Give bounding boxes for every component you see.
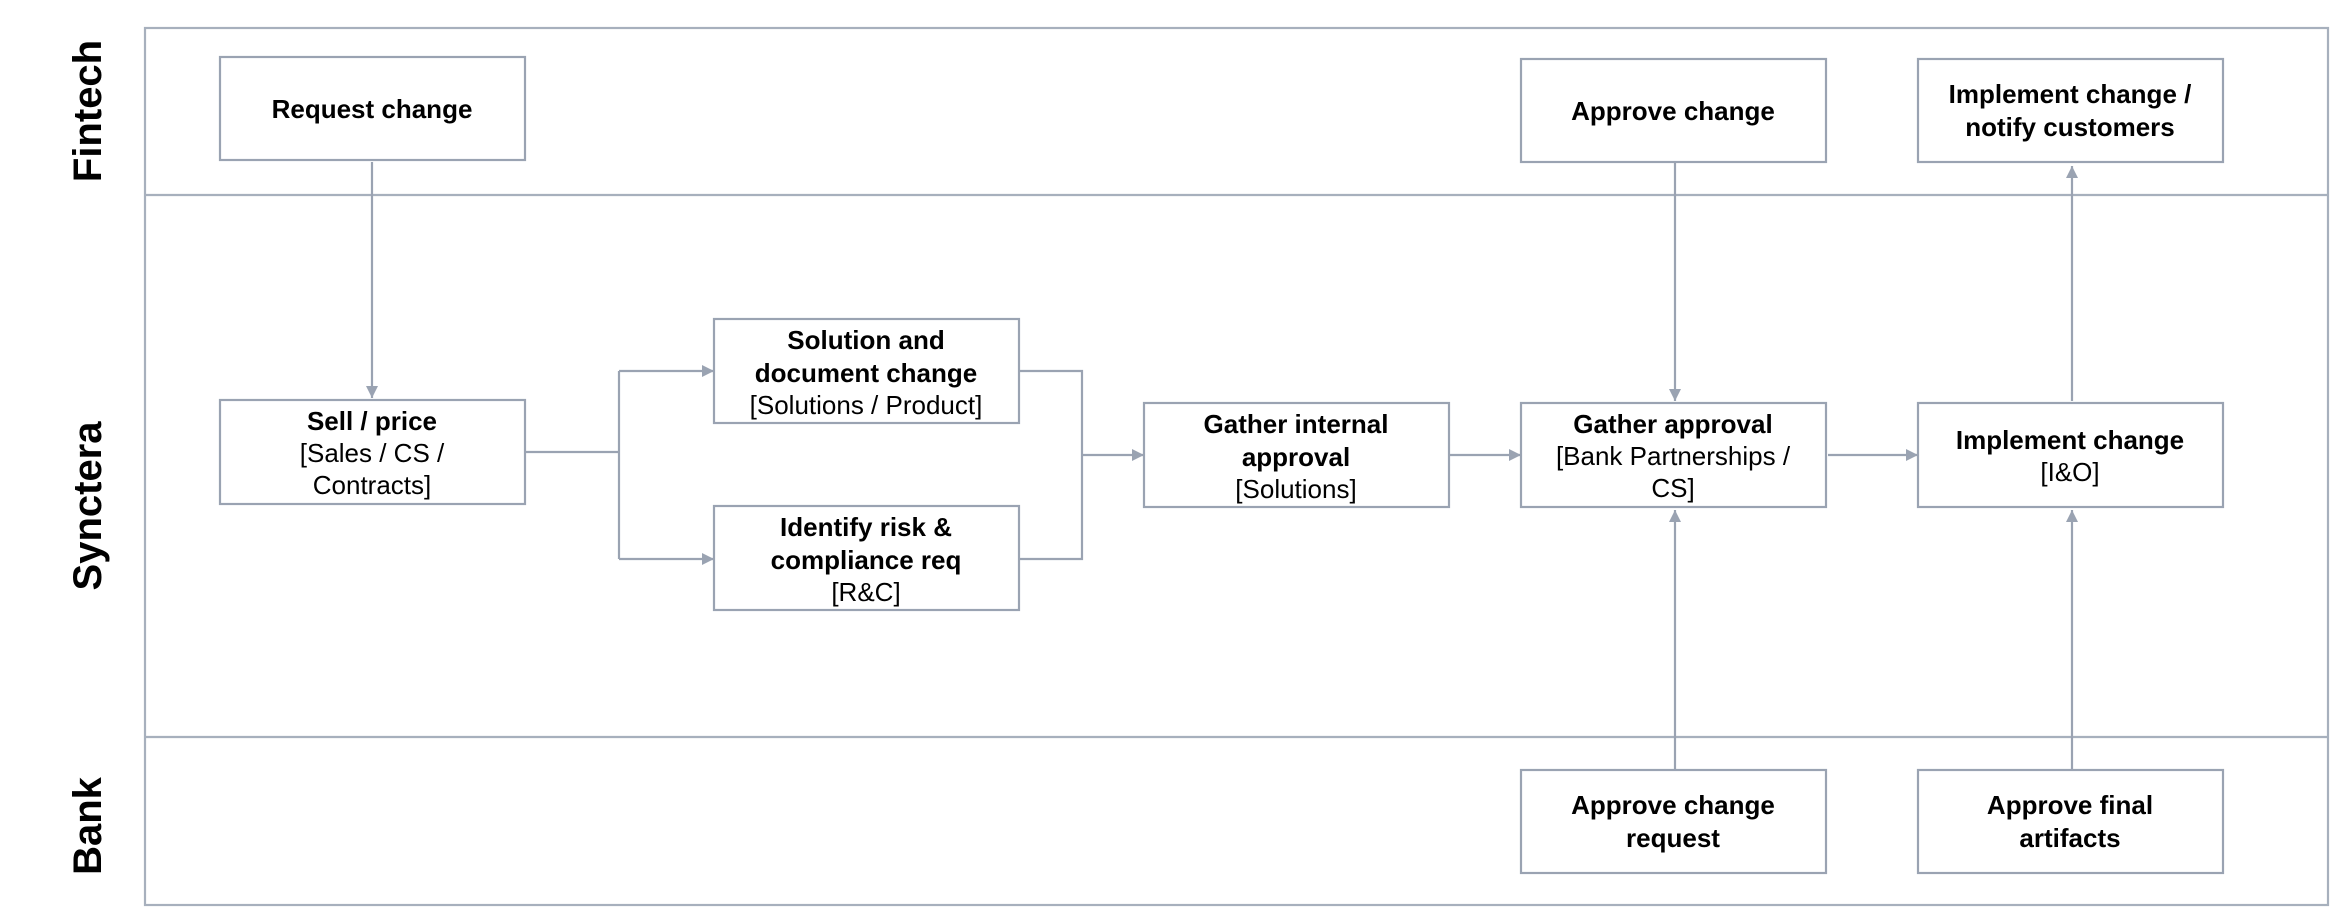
node-title: compliance req	[771, 545, 962, 575]
edges	[366, 162, 2078, 770]
node-title: Implement change	[1956, 425, 2184, 455]
node-subtitle: [Solutions]	[1235, 474, 1356, 504]
node-title: Identify risk &	[780, 512, 952, 542]
node-title: artifacts	[2019, 823, 2120, 853]
node-approve-change-request: Approve change request	[1519, 768, 1828, 875]
node-title: approval	[1242, 442, 1350, 472]
node-subtitle: [R&C]	[831, 577, 900, 607]
node-sell-price: Sell / price [Sales / CS / Contracts]	[218, 398, 527, 506]
node-identify-risk: Identify risk & compliance req [R&C]	[712, 504, 1021, 612]
node-title: document change	[755, 358, 977, 388]
node-subtitle: [Solutions / Product]	[750, 390, 983, 420]
node-title: Approve change	[1571, 790, 1775, 820]
lane-label-fintech: Fintech	[66, 40, 110, 182]
node-title: Approve change	[1571, 96, 1775, 126]
node-approve-change: Approve change	[1519, 57, 1828, 164]
node-subtitle: CS]	[1651, 473, 1694, 503]
node-subtitle: Contracts]	[313, 470, 432, 500]
node-gather-approval: Gather approval [Bank Partnerships / CS]	[1519, 401, 1828, 509]
node-request-change: Request change	[218, 55, 527, 162]
node-approve-final-artifacts: Approve final artifacts	[1916, 768, 2225, 875]
node-title: Gather approval	[1573, 409, 1772, 439]
node-solution-document-change: Solution and document change [Solutions …	[712, 317, 1021, 425]
node-subtitle: [Bank Partnerships /	[1556, 441, 1791, 471]
diagram-frame	[143, 26, 2330, 907]
node-implement-change: Implement change [I&O]	[1916, 401, 2225, 509]
lane-label-bank: Bank	[66, 776, 110, 875]
node-title: notify customers	[1965, 112, 2175, 142]
node-subtitle: [I&O]	[2040, 457, 2099, 487]
node-title: Approve final	[1987, 790, 2153, 820]
node-implement-notify: Implement change / notify customers	[1916, 57, 2225, 164]
node-title: Gather internal	[1204, 409, 1389, 439]
edge-solution-out	[1019, 369, 1084, 561]
node-title: request	[1626, 823, 1720, 853]
node-title: Sell / price	[307, 406, 437, 436]
lane-label-synctera: Synctera	[66, 421, 110, 591]
node-subtitle: [Sales / CS /	[300, 438, 445, 468]
node-title: Request change	[272, 94, 473, 124]
node-title: Solution and	[787, 325, 944, 355]
node-title: Implement change /	[1949, 79, 2192, 109]
node-gather-internal-approval: Gather internal approval [Solutions]	[1142, 401, 1451, 509]
